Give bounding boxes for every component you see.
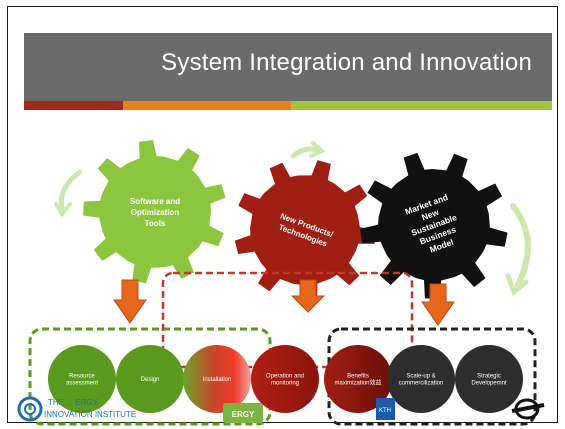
stage-circle (183, 345, 251, 413)
accent-stripe-green (291, 101, 552, 110)
stage-circle (324, 345, 392, 413)
gear-market: Market andNewSustainableBusinessModel (360, 152, 508, 299)
institute-logo: THE ... ERGY INNOVATION INSTITUTE (17, 396, 136, 422)
accent-stripe-orange (123, 101, 291, 110)
slide-title: System Integration and Innovation (161, 49, 532, 76)
stage-circle (251, 345, 319, 413)
kth-logo-text: KTH (379, 408, 391, 414)
down-arrow-software (113, 279, 147, 324)
accent-stripe-red (24, 101, 123, 110)
cycle-arrow-top (290, 141, 326, 159)
title-bar: System Integration and Innovation (24, 33, 552, 101)
stage-label: Design (141, 377, 160, 383)
kth-logo: KTH (376, 398, 395, 420)
energy-badge: ERGY (223, 403, 263, 423)
stage-circle (387, 345, 455, 413)
cycle-arrow-right (505, 203, 531, 297)
stage-circle (48, 345, 116, 413)
group-box-red (161, 271, 414, 369)
institute-logo-line1: THE ... ERGY (48, 398, 98, 407)
down-arrow-products (290, 279, 326, 313)
gear-shape (234, 160, 376, 301)
stage-label: Installation (203, 377, 232, 383)
energy-badge-text: ERGY (232, 410, 255, 419)
partner-logo-mark (511, 398, 545, 420)
group-box-black (327, 327, 537, 426)
gear-shape (83, 140, 226, 284)
stage-label: Scale-up &commercilization (399, 374, 444, 387)
stage-circle (116, 345, 184, 413)
cycle-arrow-left (54, 169, 83, 218)
gear-shape (360, 152, 508, 299)
gear-new-products: New Products/Technologies (234, 160, 376, 301)
stage-circle (455, 345, 523, 413)
institute-logo-line2: INNOVATION INSTITUTE (44, 410, 136, 419)
down-arrow-market (421, 283, 455, 326)
